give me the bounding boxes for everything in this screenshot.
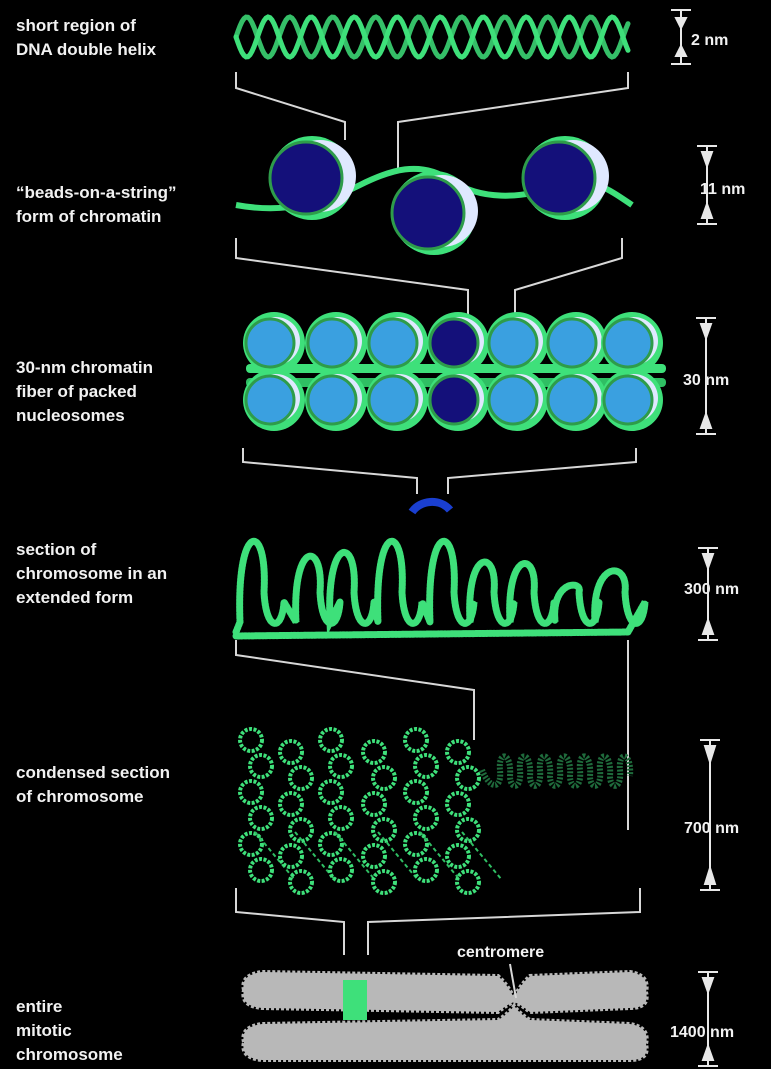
mitotic-chromosome xyxy=(243,964,646,1060)
chromatin-coil xyxy=(320,833,342,855)
chromatin-coil xyxy=(290,767,312,789)
nucleosome-bead xyxy=(270,136,356,220)
nucleosome-bead xyxy=(523,136,609,220)
chromatin-coil xyxy=(447,845,469,867)
chromatin-coil xyxy=(405,729,427,751)
nucleosome xyxy=(486,312,548,374)
scale-bar-1400nm xyxy=(698,972,718,1066)
nucleosome xyxy=(427,369,489,431)
beads-on-a-string xyxy=(236,136,632,255)
chromatin-coil xyxy=(250,859,272,881)
chromatin-coil xyxy=(373,767,395,789)
chromatin-coil xyxy=(290,871,312,893)
chromatin-coil xyxy=(363,845,385,867)
scale-bar-300nm xyxy=(698,548,718,640)
chromatin-coil xyxy=(330,807,352,829)
scale-bars xyxy=(671,10,720,1066)
highlighted-section xyxy=(343,980,367,1020)
nucleosome xyxy=(545,369,607,431)
chromatin-coil xyxy=(457,767,479,789)
dna-double-helix xyxy=(236,17,628,57)
chromatin-coil xyxy=(447,793,469,815)
chromatin-coil xyxy=(240,781,262,803)
chromatin-coil xyxy=(280,793,302,815)
chromatin-coil xyxy=(415,859,437,881)
chromatin-coil xyxy=(457,871,479,893)
chromatin-coil xyxy=(363,741,385,763)
chromatin-coil xyxy=(415,755,437,777)
nucleosome xyxy=(601,369,663,431)
chromatin-coil xyxy=(415,807,437,829)
scale-bar-2nm xyxy=(671,10,691,64)
chromatin-coil xyxy=(363,793,385,815)
30nm-chromatin-fiber xyxy=(243,312,666,431)
extended-chromosome-loops xyxy=(236,502,645,636)
scale-bar-11nm xyxy=(697,146,717,224)
chromatin-coil xyxy=(280,741,302,763)
chromatin-coil xyxy=(330,755,352,777)
chromatin-coil xyxy=(405,781,427,803)
chromatin-coil xyxy=(320,729,342,751)
chromatin-coil xyxy=(240,833,262,855)
chromatin-coil xyxy=(240,729,262,751)
faded-extended-tail xyxy=(482,756,630,785)
condensed-chromosome-section xyxy=(240,729,630,893)
nucleosome xyxy=(601,312,663,374)
highlighted-fiber-segment xyxy=(412,502,450,512)
scale-bar-30nm xyxy=(696,318,716,434)
chromatin-coil xyxy=(250,807,272,829)
nucleosome xyxy=(305,312,367,374)
chromatin-coil xyxy=(280,845,302,867)
nucleosome xyxy=(427,312,489,374)
chromatin-coil xyxy=(373,871,395,893)
nucleosome xyxy=(366,312,428,374)
chromatin-coil xyxy=(250,755,272,777)
nucleosome-bead xyxy=(392,171,478,255)
nucleosome xyxy=(486,369,548,431)
nucleosome xyxy=(243,312,305,374)
chromatin-coil xyxy=(320,781,342,803)
nucleosome xyxy=(305,369,367,431)
nucleosome xyxy=(366,369,428,431)
nucleosome xyxy=(545,312,607,374)
chromatin-coil xyxy=(405,833,427,855)
chromatin-coil xyxy=(447,741,469,763)
scale-bar-700nm xyxy=(700,740,720,890)
nucleosome xyxy=(243,369,305,431)
